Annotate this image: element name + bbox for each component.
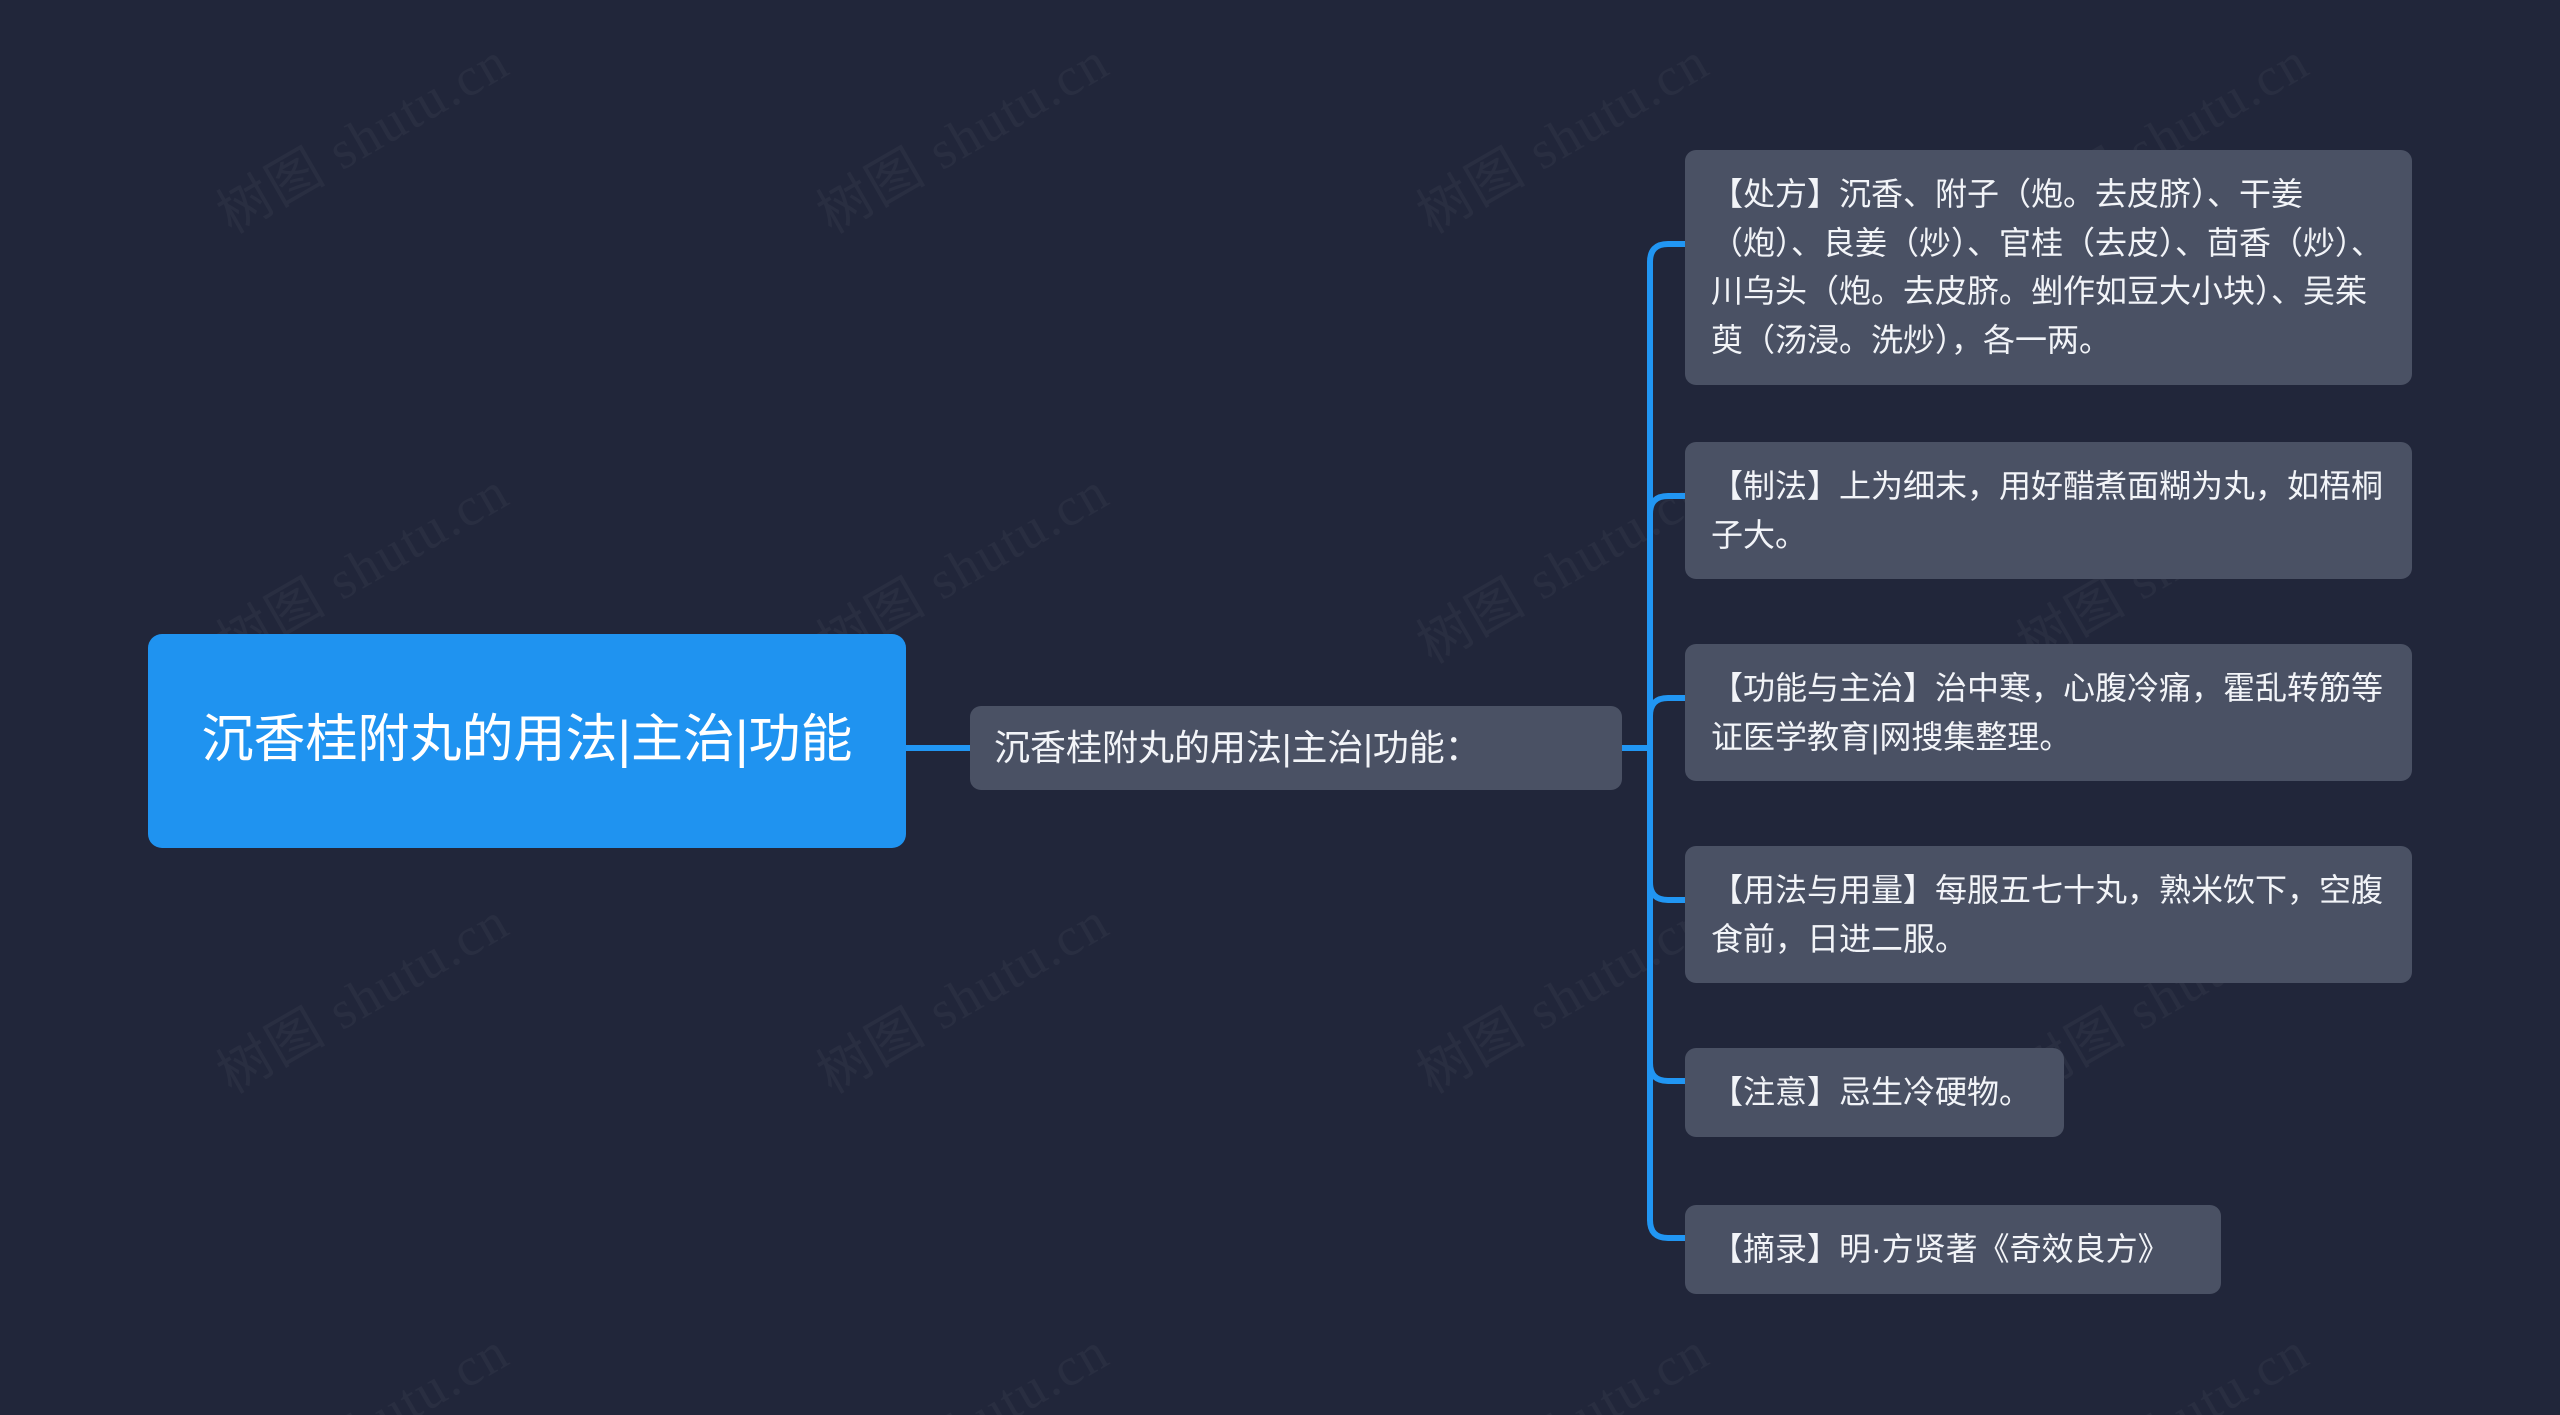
leaf-node-label: 【处方】沉香、附子（炮。去皮脐）、干姜（炮）、良姜（炒）、官桂（去皮）、茴香（炒… [1711, 176, 2384, 358]
leaf-node[interactable]: 【制法】上为细末，用好醋煮面糊为丸，如梧桐子大。 [1685, 442, 2412, 580]
root-node-label: 沉香桂附丸的用法|主治|功能 [201, 711, 853, 770]
leaf-node-label: 【制法】上为细末，用好醋煮面糊为丸，如梧桐子大。 [1711, 468, 2384, 553]
leaf-node-label: 【功能与主治】治中寒，心腹冷痛，霍乱转筋等证医学教育|网搜集整理。 [1711, 670, 2384, 755]
leaf-node[interactable]: 【用法与用量】每服五七十丸，熟米饮下，空腹食前，日进二服。 [1685, 846, 2412, 984]
leaf-node[interactable]: 【注意】忌生冷硬物。 [1685, 1048, 2064, 1137]
leaf-node-label: 【注意】忌生冷硬物。 [1711, 1074, 2032, 1110]
leaf-node[interactable]: 【功能与主治】治中寒，心腹冷痛，霍乱转筋等证医学教育|网搜集整理。 [1685, 644, 2412, 782]
leaf-node-label: 【摘录】明·方贤著《奇效良方》 [1711, 1231, 2170, 1267]
leaf-node-label: 【用法与用量】每服五七十丸，熟米饮下，空腹食前，日进二服。 [1711, 872, 2384, 957]
leaf-node[interactable]: 【处方】沉香、附子（炮。去皮脐）、干姜（炮）、良姜（炒）、官桂（去皮）、茴香（炒… [1685, 150, 2412, 385]
branch-node[interactable]: 沉香桂附丸的用法|主治|功能： [970, 706, 1622, 790]
leaf-node[interactable]: 【摘录】明·方贤著《奇效良方》 [1685, 1205, 2221, 1294]
root-node[interactable]: 沉香桂附丸的用法|主治|功能 [148, 634, 906, 848]
branch-node-label: 沉香桂附丸的用法|主治|功能： [994, 726, 1481, 768]
